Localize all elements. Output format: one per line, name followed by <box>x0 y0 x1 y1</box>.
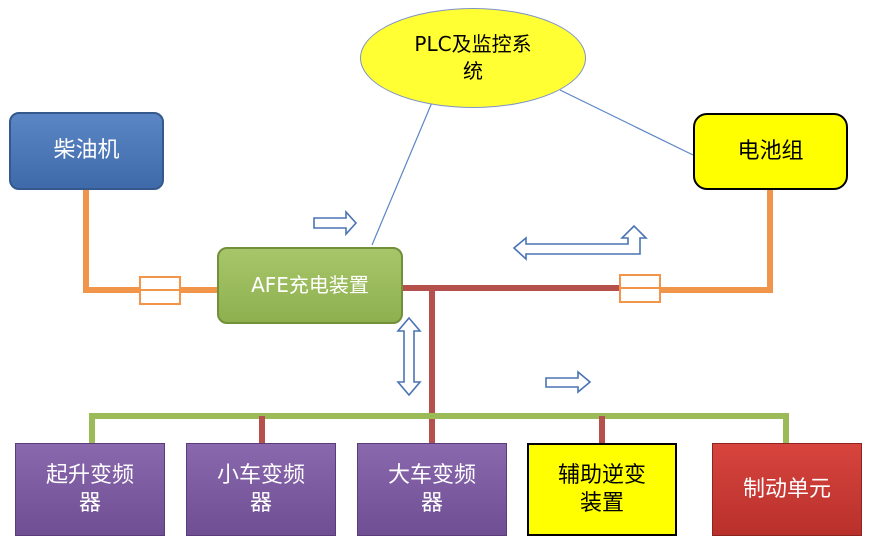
gantry-inverter-label: 大车变频 器 <box>387 463 476 516</box>
brake-unit-label: 制动单元 <box>742 476 831 502</box>
gantry-inverter-node: 大车变频 器 <box>357 443 507 536</box>
plc-afe-control-line <box>371 99 434 246</box>
arrow-battery-bidirectional <box>512 224 648 261</box>
plc-monitoring-node: PLC及监控系 统 <box>360 8 586 108</box>
afe-label: AFE充电装置 <box>251 273 369 297</box>
trolley-inverter-label: 小车变频 器 <box>216 463 305 516</box>
flow-arrows <box>313 209 648 397</box>
arrow-afe-vertical <box>396 316 422 397</box>
green-bus <box>89 413 789 444</box>
control-lines <box>371 89 694 246</box>
brake-unit-node: 制动单元 <box>712 443 862 536</box>
plc-label: PLC及监控系 统 <box>414 32 532 83</box>
hoist-inverter-label: 起升变频 器 <box>45 463 134 516</box>
diesel-engine-node: 柴油机 <box>9 112 164 190</box>
trolley-inverter-node: 小车变频 器 <box>186 443 336 536</box>
auxiliary-inverter-node: 辅助逆变 装置 <box>527 443 677 536</box>
plc-battery-control-line <box>559 89 694 156</box>
hoist-inverter-node: 起升变频 器 <box>15 443 165 536</box>
arrow-bus-right <box>545 370 592 394</box>
battery-node: 电池组 <box>693 113 848 190</box>
power-lines <box>83 188 789 444</box>
battery-line <box>660 188 773 293</box>
arrow-afe-right <box>313 209 358 237</box>
aux-inverter-label: 辅助逆变 装置 <box>557 463 646 516</box>
battery-label: 电池组 <box>737 138 804 164</box>
diesel-label: 柴油机 <box>53 138 120 164</box>
diesel-afe-line <box>83 188 217 293</box>
breakers <box>139 274 661 305</box>
afe-charger-node: AFE充电装置 <box>217 247 403 324</box>
